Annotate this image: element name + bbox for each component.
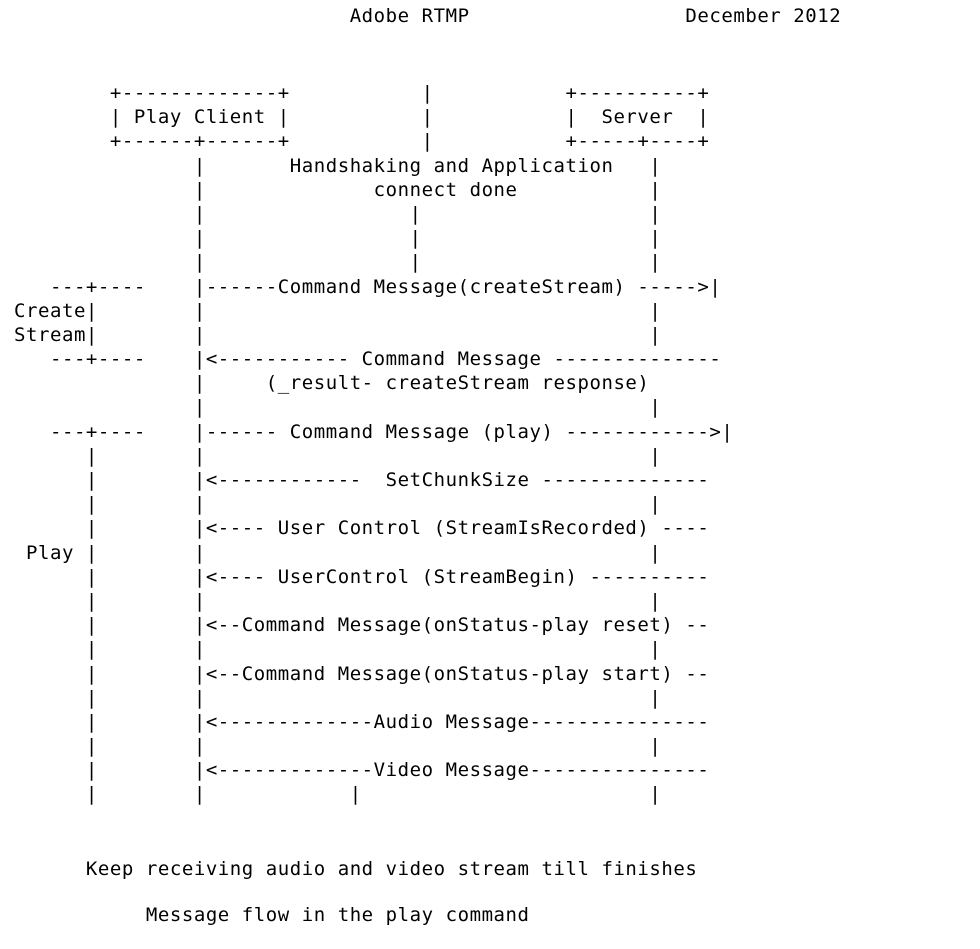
art-row-message-create-stream: ---+---- |------Command Message(createSt… [14,275,722,298]
art-row-note-connect-done: | connect done | [14,178,662,201]
art-row-lifeline-gap-3: | | | [14,251,662,274]
art-row-message-video: | |<-------------Video Message----------… [14,759,710,782]
art-row-lifeline-gap-6: | | | [14,493,662,516]
page-header: Adobe RTMP December 2012 [0,2,980,30]
art-row-message-play: ---+---- |------ Command Message (play) … [14,420,734,443]
diagram-captions: Keep receiving audio and video stream ti… [14,857,697,949]
art-row-lifeline-gap-9: | | | [14,686,662,709]
footer-note: Keep receiving audio and video stream ti… [14,858,698,880]
art-row-message-stream-begin: | |<---- UserControl (StreamBegin) -----… [14,565,710,588]
art-row-lifeline-gap-4: | | [14,396,662,419]
diagram-page: Adobe RTMP December 2012 +-------------+… [0,2,980,926]
art-row-lifeline-gap-5: | | | [14,444,662,467]
art-row-lifeline-gap-10: | | | [14,735,662,758]
art-row-message-stream-is-recorded: | |<---- User Control (StreamIsRecorded)… [14,517,710,540]
header-line: Adobe RTMP December 2012 [14,5,842,27]
art-row-lifeline-gap-8: | | | [14,638,662,661]
art-row-participant-boxes-top: +-------------+ | +----------+ [14,82,710,104]
art-row-bracket-play: Play | | | [14,541,662,564]
art-row-lifeline-gap-1: | | | [14,202,662,225]
art-row-message-audio: | |<-------------Audio Message----------… [14,710,710,733]
art-row-message-onstatus-play-start: | |<--Command Message(onStatus-play star… [14,662,710,685]
art-row-message-onstatus-play-reset: | |<--Command Message(onStatus-play rese… [14,614,710,637]
art-row-bracket-stream: Stream| | | [14,323,662,346]
art-row-lifeline-tail: | | | | [14,783,662,806]
art-row-message-command-response: ---+---- |<----------- Command Message -… [14,348,722,371]
art-row-lifeline-gap-2: | | | [14,227,662,250]
art-row-lifeline-gap-7: | | | [14,589,662,612]
ascii-sequence-diagram: +-------------+ | +----------+ | Play Cl… [14,81,733,807]
art-row-message-setchunksize: | |<------------ SetChunkSize ----------… [14,469,710,491]
art-row-participant-names: | Play Client | | | Server | [14,106,710,129]
art-row-bracket-create: Create| | | [14,299,662,322]
art-row-participant-boxes-bottom: +------+------+ | +-----+----+ [14,130,710,153]
art-row-message-result-detail: | (_result- createStream response) [14,372,650,395]
figure-caption: Message flow in the play command [14,904,530,926]
art-row-note-handshaking: | Handshaking and Application | [14,154,662,177]
